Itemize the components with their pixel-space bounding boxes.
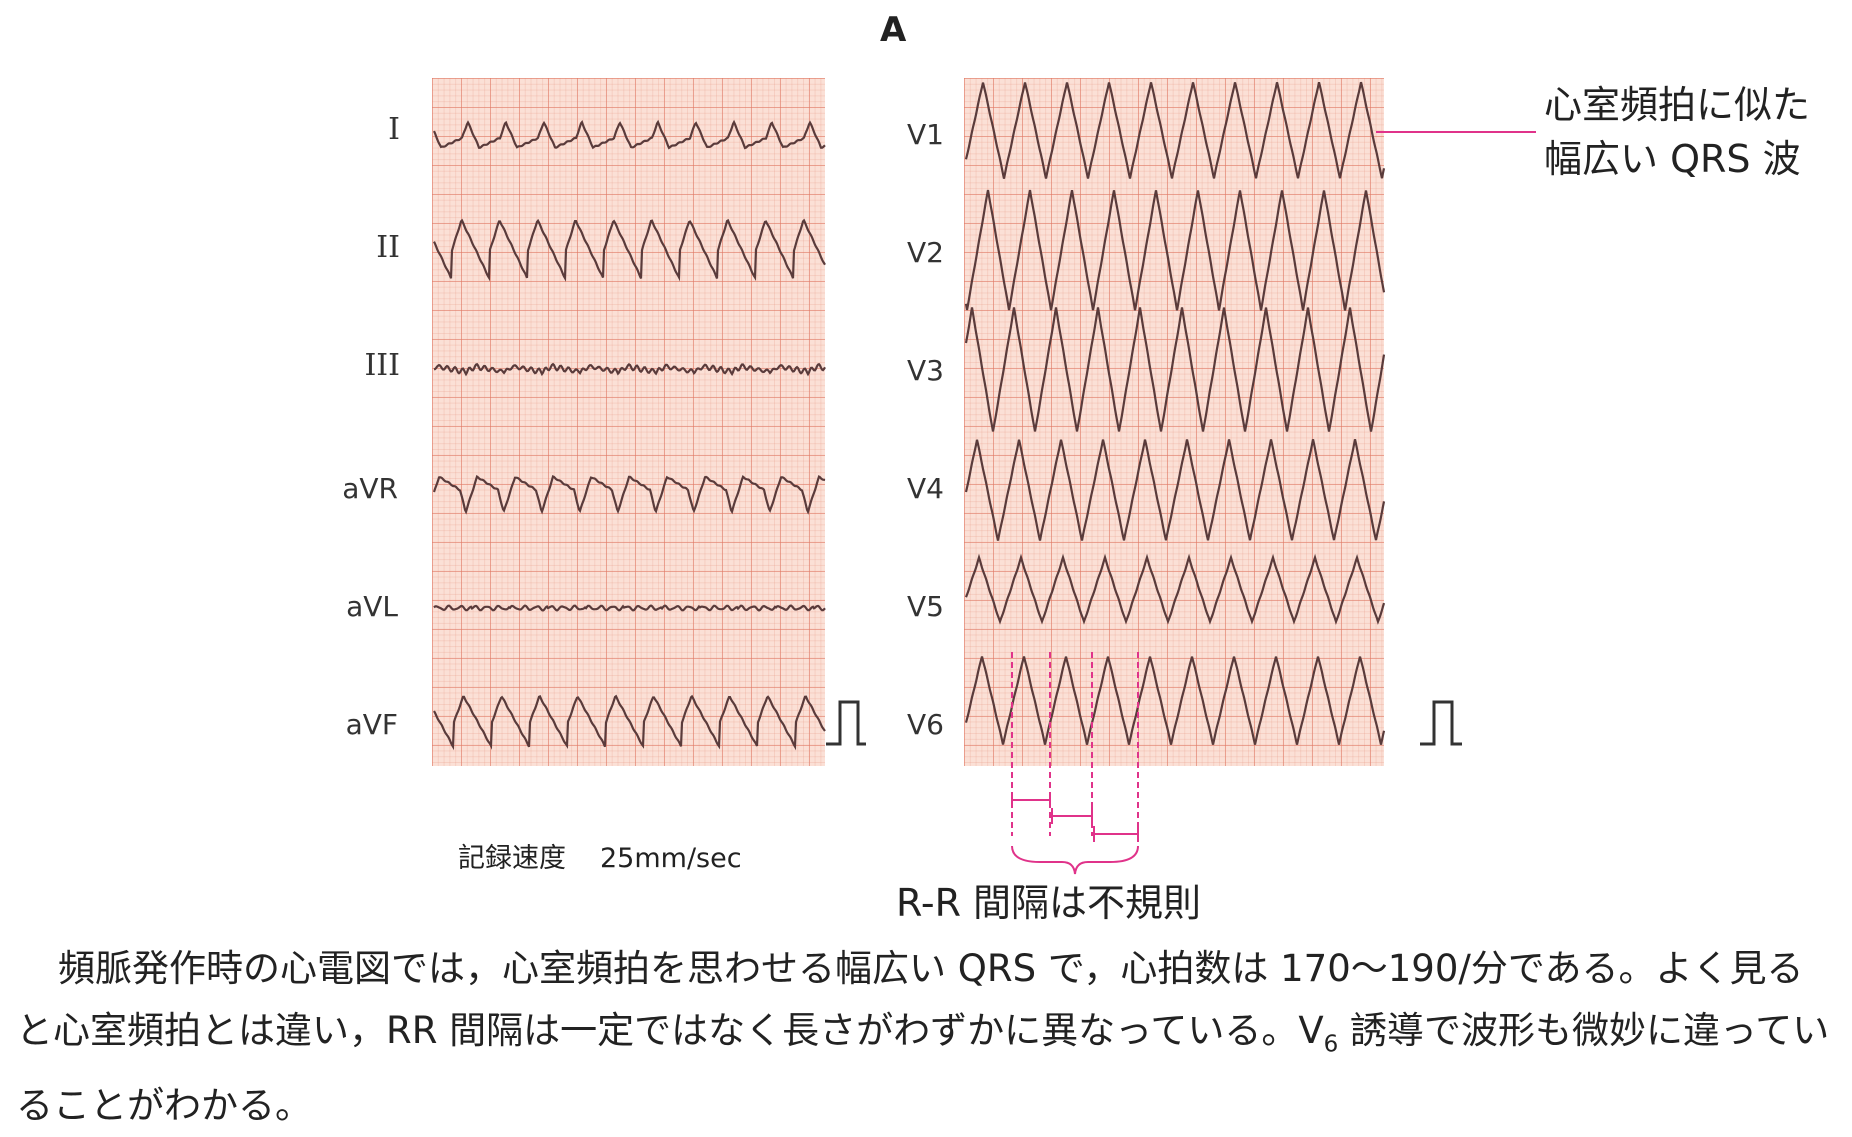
caption-subscript: 6 (1323, 1031, 1339, 1058)
caption-text-1: 頻脈発作時の心電図では，心室頻拍を思わせる幅広い QRS で，心拍数は 170〜… (16, 947, 1804, 1052)
lead-label-V6: V6 (907, 708, 944, 741)
callout-line-1: 心室頻拍に似た (1544, 83, 1811, 127)
lead-label-I: I (388, 112, 400, 147)
lead-label-aVF: aVF (345, 708, 398, 741)
caption-text-2: 誘導で波形も微妙に違っていることがわかる。 (16, 1009, 1830, 1128)
trace-lead-aVR (432, 474, 826, 515)
recording-speed-value: 25mm/sec (600, 843, 742, 874)
panel-label: A (880, 10, 907, 50)
recording-speed-label: 記録速度 (458, 843, 566, 874)
trace-lead-V2 (964, 189, 1386, 311)
trace-lead-V5 (964, 553, 1386, 625)
calibration-pulse-right (1420, 700, 1462, 746)
lead-label-II: II (376, 230, 400, 265)
trace-lead-V6 (964, 656, 1386, 745)
lead-label-V4: V4 (907, 472, 944, 505)
lead-label-V3: V3 (907, 354, 944, 387)
callout-line-2: 幅広い QRS 波 (1544, 137, 1801, 181)
lead-label-III: III (364, 348, 400, 383)
calibration-pulse-left (826, 700, 866, 746)
lead-label-aVL: aVL (346, 590, 398, 623)
lead-label-aVR: aVR (342, 472, 398, 505)
figure-caption: 頻脈発作時の心電図では，心室頻拍を思わせる幅広い QRS で，心拍数は 170〜… (16, 938, 1836, 1137)
limb-lead-ecg-strip (432, 78, 825, 766)
trace-lead-aVF (433, 694, 826, 751)
trace-lead-V3 (964, 307, 1386, 432)
lead-label-V1: V1 (907, 118, 944, 151)
rr-interval-note: R-R 間隔は不規則 (896, 881, 1202, 925)
wide-qrs-callout: 心室頻拍に似た 幅広い QRS 波 (1544, 78, 1810, 186)
trace-lead-aVL (433, 604, 826, 612)
lead-label-V2: V2 (907, 236, 944, 269)
rr-interval-markers (1011, 652, 1139, 875)
recording-speed: 記録速度 25mm/sec (458, 836, 742, 875)
trace-lead-V4 (964, 439, 1386, 541)
trace-lead-II (433, 218, 826, 282)
trace-lead-III (433, 362, 826, 377)
lead-label-V5: V5 (907, 590, 944, 623)
trace-lead-I (432, 119, 826, 150)
trace-lead-V1 (964, 81, 1386, 179)
